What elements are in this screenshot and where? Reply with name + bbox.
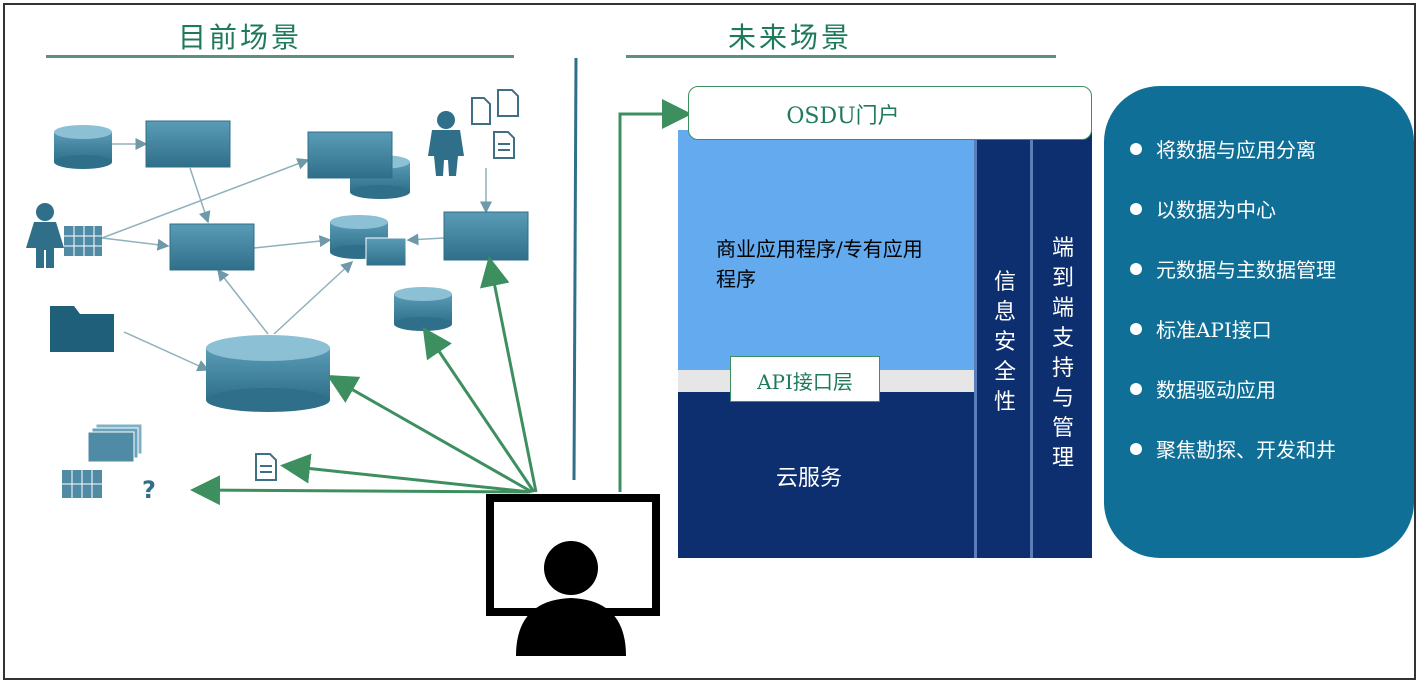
api-layer-label: API接口层 — [757, 370, 853, 394]
flow-connector — [101, 237, 170, 251]
benefit-label: 元数据与主数据管理 — [1156, 258, 1336, 282]
access-arrow — [326, 375, 533, 494]
benefit-item: 数据驱动应用 — [1130, 374, 1276, 403]
benefit-item: 以数据为中心 — [1130, 194, 1276, 223]
diagram-frame — [3, 3, 1416, 680]
cloud-services-label: 云服务 — [776, 466, 843, 491]
user-terminal-icon — [486, 494, 660, 656]
document-icon — [255, 453, 277, 481]
application-box-icon — [443, 211, 529, 261]
bullet-icon — [1130, 382, 1142, 395]
application-box-icon — [169, 223, 255, 271]
security-label: 信息安全性 — [990, 268, 1020, 418]
access-arrow — [280, 453, 531, 494]
server-rack-icon — [62, 470, 102, 498]
vertical-char: 管 — [1051, 416, 1074, 441]
application-box-icon — [145, 120, 231, 168]
benefit-label: 以数据为中心 — [1156, 198, 1276, 222]
male-user-icon — [428, 111, 464, 176]
current-title-underline — [46, 55, 514, 58]
benefit-label: 数据驱动应用 — [1156, 378, 1276, 402]
flow-connector — [253, 235, 332, 249]
end-to-end-support-label: 端到端支持与管理 — [1048, 234, 1078, 474]
female-user-icon — [26, 203, 64, 268]
vertical-char: 信 — [993, 270, 1016, 295]
business-applications-label: 商业应用程序/专有应用程序 — [716, 237, 923, 291]
vertical-char: 支 — [1051, 326, 1074, 351]
end-to-end-support-column — [1030, 130, 1092, 558]
osdu-portal-label: OSDU门户 — [786, 104, 900, 129]
benefit-label: 标准API接口 — [1156, 318, 1272, 342]
flow-connector — [123, 331, 210, 372]
future-title-underline — [626, 55, 1056, 58]
flow-connector — [273, 260, 354, 335]
benefit-item: 聚焦勘探、开发和井 — [1130, 434, 1336, 463]
bullet-icon — [1130, 262, 1142, 275]
business-applications-block — [678, 130, 974, 370]
bullet-icon — [1130, 442, 1142, 455]
flow-connector — [101, 158, 310, 239]
scenario-divider — [572, 57, 578, 481]
benefit-label: 将数据与应用分离 — [1156, 138, 1316, 162]
portal-access-arrow — [618, 99, 692, 492]
future-scenario-title: 未来场景 — [728, 21, 853, 54]
benefit-item: 标准API接口 — [1130, 314, 1272, 343]
vertical-char: 端 — [1051, 236, 1074, 261]
vertical-char: 理 — [1051, 446, 1074, 471]
vertical-char: 息 — [993, 300, 1016, 325]
stacked-windows-icon — [87, 423, 143, 463]
database-icon — [330, 215, 388, 259]
folder-icon — [50, 306, 114, 352]
vertical-char: 安 — [993, 330, 1016, 355]
vertical-char: 端 — [1051, 296, 1074, 321]
access-arrow — [479, 256, 538, 493]
cloud-services-block — [678, 392, 974, 558]
access-arrow — [422, 327, 536, 493]
bullet-icon — [1130, 202, 1142, 215]
benefit-item: 将数据与应用分离 — [1130, 134, 1316, 163]
access-arrow — [190, 475, 529, 506]
security-column — [974, 130, 1030, 558]
api-layer-box — [730, 356, 880, 402]
vertical-char: 与 — [1051, 386, 1074, 411]
benefit-item: 元数据与主数据管理 — [1130, 254, 1336, 283]
central-database-icon — [206, 335, 330, 412]
vertical-char: 全 — [993, 360, 1016, 385]
database-icon — [394, 287, 452, 331]
flow-connector — [217, 268, 269, 335]
unknown-data-mark: ? — [142, 476, 156, 504]
osdu-portal-box[interactable] — [688, 86, 1092, 140]
database-icon — [54, 125, 112, 169]
bullet-icon — [1130, 142, 1142, 155]
bullet-icon — [1130, 322, 1142, 335]
documents-icon — [471, 89, 519, 159]
benefits-panel — [1104, 86, 1414, 558]
server-rack-icon — [64, 226, 102, 256]
flow-connector — [406, 233, 445, 246]
vertical-char: 持 — [1051, 356, 1074, 381]
flow-connector — [189, 167, 211, 224]
small-window-icon — [365, 237, 407, 267]
application-box-icon — [307, 131, 393, 179]
current-scenario-title: 目前场景 — [178, 21, 303, 54]
benefit-label: 聚焦勘探、开发和井 — [1156, 438, 1336, 462]
vertical-char: 性 — [993, 390, 1016, 415]
vertical-char: 到 — [1051, 266, 1074, 291]
